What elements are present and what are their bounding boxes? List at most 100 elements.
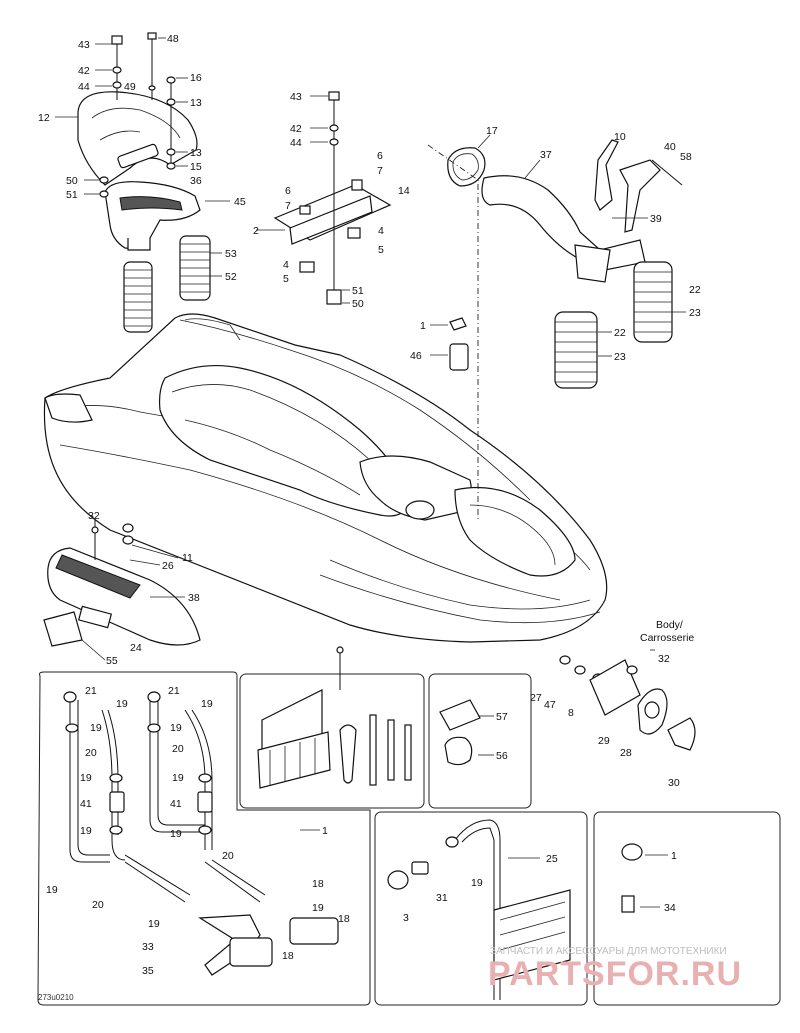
callout-25: 25: [546, 853, 558, 865]
fuel-lines-group: [63, 691, 339, 976]
callout-18: 18: [312, 878, 324, 890]
callout-20: 20: [85, 747, 97, 759]
callout-44: 44: [290, 137, 302, 149]
callout-19: 19: [46, 884, 58, 896]
callout-35: 35: [142, 965, 154, 977]
callout-19: 19: [201, 698, 213, 710]
callout-22: 22: [689, 284, 701, 296]
callout-34: 34: [664, 902, 676, 914]
callout-31: 31: [436, 892, 448, 904]
callout-19: 19: [471, 877, 483, 889]
watermark: ЗАПЧАСТИ И АКСЕССУАРЫ ДЛЯ МОТОТЕХНИКИ PA…: [488, 946, 742, 993]
callout-11: 11: [182, 552, 193, 564]
callout-47: 47: [544, 699, 556, 711]
callout-32: 32: [658, 653, 670, 665]
callout-51: 51: [66, 189, 78, 201]
callout-30: 30: [668, 777, 680, 789]
callout-23: 23: [614, 351, 626, 363]
callout-51: 51: [352, 285, 364, 297]
body-label-fr: Carrosserie: [640, 632, 694, 644]
callout-37: 37: [540, 149, 552, 161]
callout-19: 19: [148, 918, 160, 930]
callout-41: 41: [80, 798, 92, 810]
callout-46: 46: [410, 350, 422, 362]
bellows-boot-intake-right: [633, 261, 673, 343]
callout-7: 7: [285, 200, 291, 212]
leader-lines: [55, 37, 686, 908]
hull-body: [43, 313, 608, 643]
drawing-code: 273u0210: [38, 993, 74, 1002]
box-fuel-lines: [37, 671, 371, 1006]
callout-49: 49: [124, 81, 136, 93]
callout-20: 20: [172, 743, 184, 755]
callout-5: 5: [283, 273, 289, 285]
callout-19: 19: [80, 825, 92, 837]
callout-28: 28: [620, 747, 632, 759]
callout-43: 43: [78, 39, 90, 51]
callout-32: 32: [88, 510, 100, 522]
callout-48: 48: [167, 33, 179, 45]
box-storage: [428, 673, 532, 809]
callout-19: 19: [116, 698, 128, 710]
callout-17: 17: [486, 125, 498, 137]
callout-33: 33: [142, 941, 154, 953]
callout-7: 7: [377, 165, 383, 177]
callout-29: 29: [598, 735, 610, 747]
grab-handle-assembly: [77, 32, 211, 333]
callout-1: 1: [671, 850, 677, 862]
callout-4: 4: [378, 225, 384, 237]
callout-45: 45: [234, 196, 246, 208]
callout-18: 18: [282, 950, 294, 962]
bellows-boot-intake-left: [554, 311, 598, 389]
watermark-logo: PARTSFOR.RU: [488, 955, 742, 993]
mounting-bracket: [273, 91, 392, 305]
front-vent-panel: [43, 520, 201, 647]
box-tools: [239, 673, 425, 809]
callout-19: 19: [170, 828, 182, 840]
callout-39: 39: [650, 213, 662, 225]
callout-57: 57: [496, 711, 508, 723]
callout-20: 20: [222, 850, 234, 862]
callout-16: 16: [190, 72, 202, 84]
callout-41: 41: [170, 798, 182, 810]
callout-19: 19: [80, 772, 92, 784]
box-battery: [374, 811, 588, 1006]
body-label-en: Body/: [656, 619, 683, 631]
clamps-group: [621, 843, 643, 913]
callout-40: 40: [664, 141, 676, 153]
callout-38: 38: [188, 592, 200, 604]
callout-13: 13: [190, 97, 202, 109]
callout-26: 26: [162, 560, 174, 572]
callout-36: 36: [190, 175, 202, 187]
callout-4: 4: [283, 259, 289, 271]
steering-cover-parts: [559, 655, 696, 751]
callout-13: 13: [190, 147, 202, 159]
bellows-boot-left: [123, 261, 153, 333]
callout-21: 21: [85, 685, 97, 697]
callout-42: 42: [78, 65, 90, 77]
callout-12: 12: [38, 112, 50, 124]
storage-parts-group: [439, 699, 481, 766]
callout-50: 50: [66, 175, 78, 187]
callout-52: 52: [225, 271, 237, 283]
callout-19: 19: [90, 722, 102, 734]
callout-18: 18: [338, 913, 350, 925]
callout-24: 24: [130, 642, 142, 654]
callout-20: 20: [92, 899, 104, 911]
callout-labels: 43 48 42 44 49 16 13 12 13 15 50 36 51 4…: [38, 33, 701, 977]
callout-19: 19: [172, 772, 184, 784]
callout-43: 43: [290, 91, 302, 103]
callout-19: 19: [170, 722, 182, 734]
callout-44: 44: [78, 81, 90, 93]
callout-27: 27: [530, 692, 542, 704]
callout-55: 55: [106, 655, 118, 667]
callout-2: 2: [253, 225, 259, 237]
callout-42: 42: [290, 123, 302, 135]
callout-53: 53: [225, 248, 237, 260]
callout-21: 21: [168, 685, 180, 697]
callout-58: 58: [680, 151, 692, 163]
callout-6: 6: [377, 150, 383, 162]
callout-15: 15: [190, 161, 202, 173]
